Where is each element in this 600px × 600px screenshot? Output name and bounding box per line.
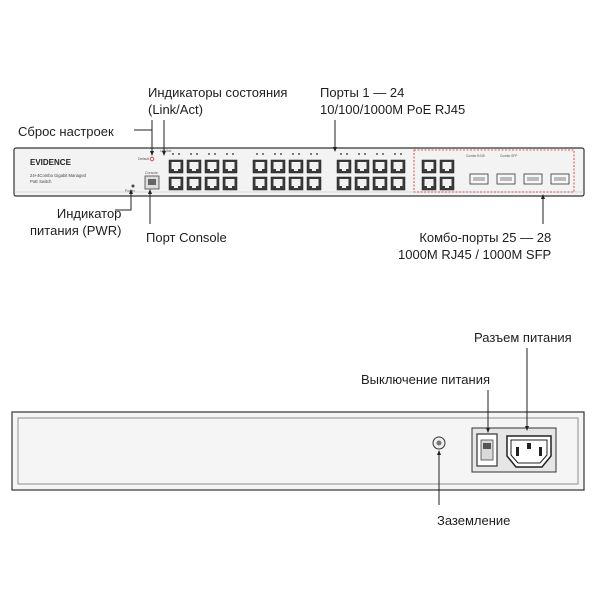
console-port-label: Порт Console <box>146 230 227 245</box>
status-led <box>178 153 180 155</box>
rj45-port[interactable] <box>270 159 286 174</box>
sfp-ports <box>469 173 570 185</box>
status-led <box>298 153 300 155</box>
rj45-port[interactable] <box>354 159 370 174</box>
combo-sfp-text: Combo SFP <box>500 154 517 158</box>
combo-rj45-port[interactable] <box>439 176 455 191</box>
rj45-port[interactable] <box>372 159 388 174</box>
rj45-port[interactable] <box>288 159 304 174</box>
status-led <box>256 153 258 155</box>
status-led <box>394 153 396 155</box>
combo-ports-label: Комбо-порты 25 — 28 1000M RJ45 / 1000M S… <box>398 230 552 262</box>
rj45-port[interactable] <box>372 176 388 191</box>
status-led <box>346 153 348 155</box>
rj45-port[interactable] <box>222 176 238 191</box>
status-led <box>196 153 198 155</box>
status-leds <box>172 153 402 155</box>
status-led <box>364 153 366 155</box>
rj45-port[interactable] <box>390 176 406 191</box>
combo-rj45-port[interactable] <box>421 176 437 191</box>
status-led <box>226 153 228 155</box>
rj45-port[interactable] <box>354 176 370 191</box>
status-led <box>340 153 342 155</box>
rj45-ports-1-24 <box>168 159 406 191</box>
reset-text: Default <box>138 157 149 161</box>
rj45-port[interactable] <box>288 176 304 191</box>
status-led <box>172 153 174 155</box>
rj45-port[interactable] <box>306 159 322 174</box>
rj45-port[interactable] <box>186 159 202 174</box>
status-led <box>292 153 294 155</box>
power-indicator-label: Индикатор питания (PWR) <box>30 206 122 238</box>
combo-rj45-ports <box>421 159 455 191</box>
rj45-port[interactable] <box>306 176 322 191</box>
rj45-port[interactable] <box>270 176 286 191</box>
console-text: Console <box>145 171 158 175</box>
status-led <box>310 153 312 155</box>
status-led <box>232 153 234 155</box>
rear-panel <box>11 411 585 491</box>
ground-label: Заземление <box>437 513 511 528</box>
combo-rj45-port[interactable] <box>421 159 437 174</box>
reset-label: Сброс настроек <box>18 124 114 139</box>
rj45-port[interactable] <box>222 159 238 174</box>
rj45-port[interactable] <box>252 159 268 174</box>
reset-button[interactable] <box>149 156 155 162</box>
rj45-port[interactable] <box>168 159 184 174</box>
rear-leaders <box>438 348 528 505</box>
ports-label: Порты 1 — 24 10/100/1000M PoE RJ45 <box>320 85 466 117</box>
model-text-2: PoE Switch <box>30 179 52 184</box>
status-indicators-label: Индикаторы состояния (Link/Act) <box>148 85 288 117</box>
rj45-port[interactable] <box>186 176 202 191</box>
combo-rj45-port[interactable] <box>439 159 455 174</box>
status-led <box>382 153 384 155</box>
rj45-port[interactable] <box>252 176 268 191</box>
rj45-port[interactable] <box>390 159 406 174</box>
rj45-port[interactable] <box>336 159 352 174</box>
status-led <box>400 153 402 155</box>
status-led <box>274 153 276 155</box>
status-led <box>214 153 216 155</box>
model-text-1: 24+4Combo Gigabit Managed <box>30 173 87 178</box>
brand-text: EVIDENCE <box>30 158 72 167</box>
status-led <box>280 153 282 155</box>
status-led <box>376 153 378 155</box>
iec-power-connector[interactable] <box>506 435 552 468</box>
status-led <box>358 153 360 155</box>
rj45-port[interactable] <box>204 176 220 191</box>
front-leaders <box>115 120 544 224</box>
rj45-port[interactable] <box>336 176 352 191</box>
combo-region <box>413 149 575 193</box>
front-panel: EVIDENCE 24+4Combo Gigabit Managed PoE S… <box>13 147 585 197</box>
status-led <box>190 153 192 155</box>
status-led <box>208 153 210 155</box>
status-led <box>262 153 264 155</box>
rj45-port[interactable] <box>204 159 220 174</box>
power-switch-label: Выключение питания <box>361 372 491 387</box>
combo-rj45-text: Combo RJ45 <box>466 154 485 158</box>
status-led <box>316 153 318 155</box>
power-led <box>131 184 135 188</box>
rj45-port[interactable] <box>168 176 184 191</box>
power-connector-label: Разъем питания <box>474 330 572 345</box>
